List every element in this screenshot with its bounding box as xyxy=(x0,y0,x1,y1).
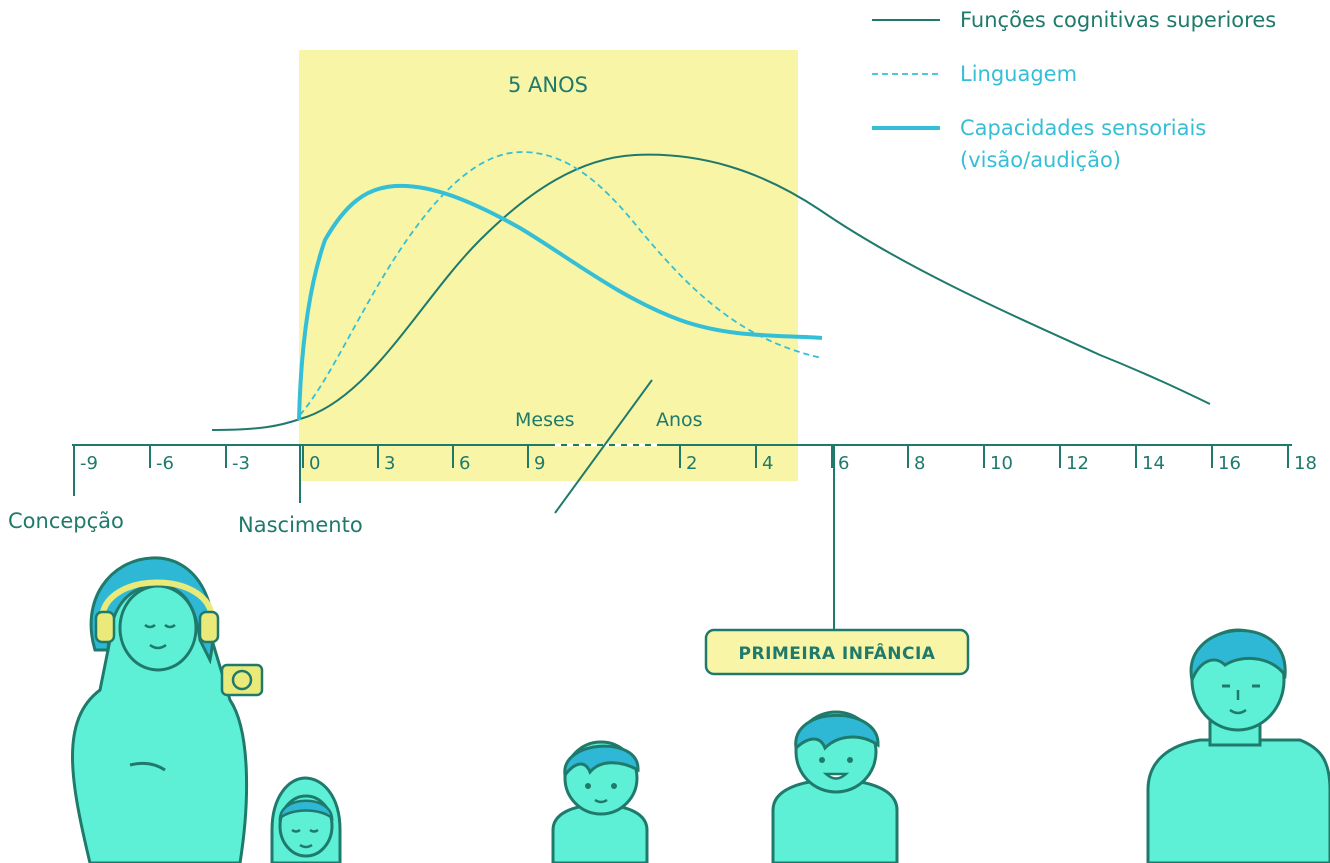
early-childhood-label: PRIMEIRA INFÂNCIA xyxy=(739,642,936,664)
axis-tick-label: 3 xyxy=(384,453,395,474)
axis-tick-label: 6 xyxy=(838,453,849,474)
axis-tick-label: 4 xyxy=(762,453,773,474)
axis-tick-label: 9 xyxy=(534,453,545,474)
curve-cognitive xyxy=(211,153,1211,431)
curve-sensory xyxy=(297,183,823,421)
axis-tick-label: 12 xyxy=(1066,453,1089,474)
legend: Funções cognitivas superiores Linguagem … xyxy=(872,8,1276,172)
years-label: Anos xyxy=(656,409,703,431)
pregnant-woman-illustration xyxy=(71,556,264,863)
axis-tick-label: 14 xyxy=(1142,453,1165,474)
axis-tick-label: 2 xyxy=(686,453,697,474)
axis-tick-label: -9 xyxy=(80,453,98,474)
adolescent-illustration xyxy=(1146,628,1330,863)
conception-label: Concepção xyxy=(8,509,124,533)
birth-label: Nascimento xyxy=(238,513,363,537)
axis-tick-label: 10 xyxy=(990,453,1013,474)
curve-language xyxy=(299,151,823,416)
legend-label-sensory: Capacidades sensoriais xyxy=(960,116,1206,140)
axis-tick-label: 16 xyxy=(1218,453,1241,474)
axis-tick-label: 18 xyxy=(1294,453,1317,474)
child-illustration xyxy=(771,710,899,863)
axis-tick-label: 6 xyxy=(459,453,470,474)
five-years-label: 5 ANOS xyxy=(508,73,588,97)
legend-label-cognitive: Funções cognitivas superiores xyxy=(960,8,1276,32)
legend-label-sensory-2: (visão/audição) xyxy=(960,148,1121,172)
five-years-highlight xyxy=(299,50,798,481)
months-years-divider xyxy=(554,379,653,514)
axis-tick-label: 8 xyxy=(914,453,925,474)
axis-tick-label: 0 xyxy=(309,453,320,474)
axis-tick-label: -6 xyxy=(156,453,174,474)
legend-label-language: Linguagem xyxy=(960,62,1077,86)
timeline-ticks: -9 -6 -3 0 3 6 9 2 4 6 8 10 12 14 16 18 xyxy=(73,445,1317,474)
early-childhood-badge xyxy=(704,628,970,676)
axis-tick-label: -3 xyxy=(232,453,250,474)
toddler-illustration xyxy=(551,740,649,863)
swaddled-baby-illustration xyxy=(270,776,342,863)
months-label: Meses xyxy=(515,409,575,431)
